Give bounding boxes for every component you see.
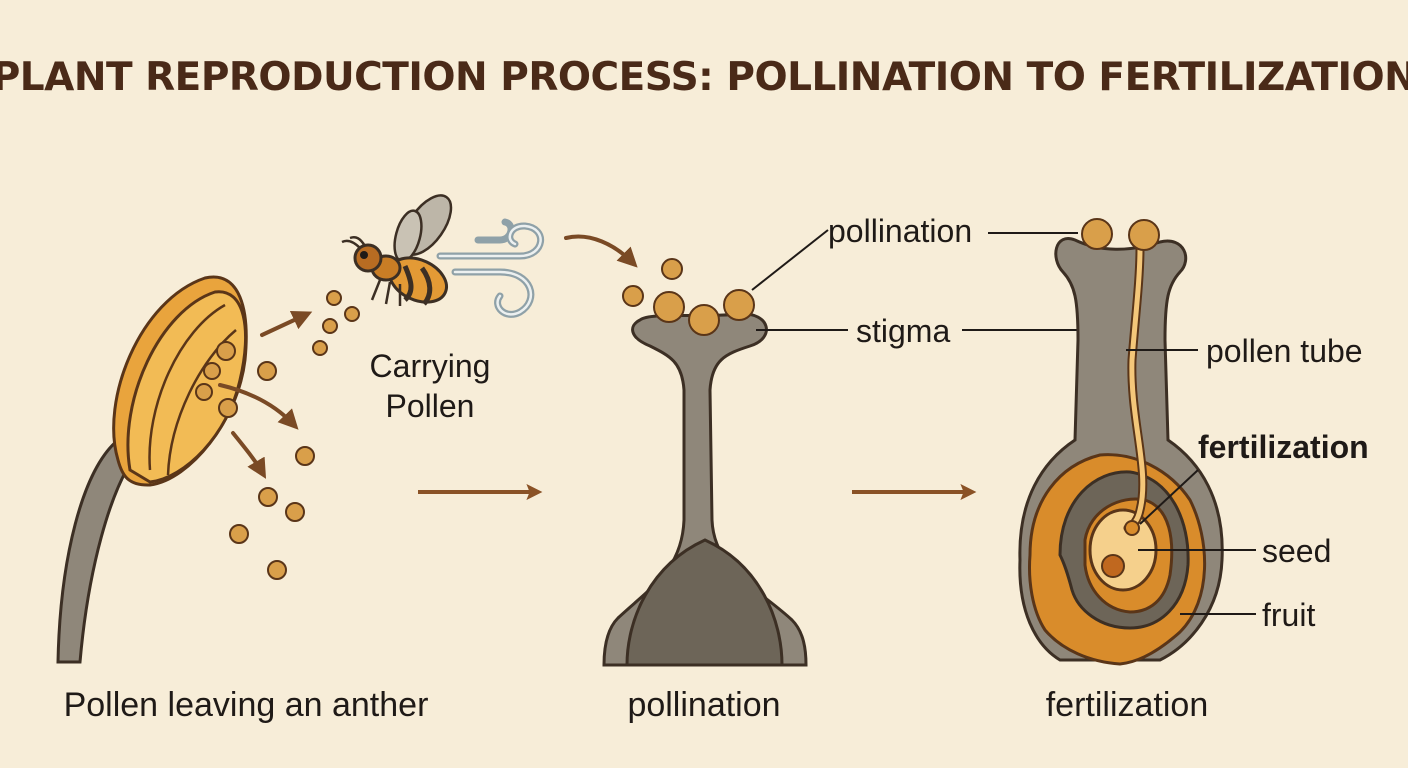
label-stigma: stigma [856,313,950,349]
pollen-grain-icon [653,291,685,323]
pollen-grain-icon [661,258,683,280]
page-title: PLANT REPRODUCTION PROCESS: POLLINATION … [0,55,1408,100]
label-seed: seed [1262,533,1331,569]
pollen-grain-icon [622,285,644,307]
arrow-right-icon [231,431,267,479]
bee-icon [341,194,453,306]
anther-lobe-front [126,290,248,484]
bee-label-line1: Carrying [370,348,491,384]
bee-label-line2: Pollen [386,388,475,424]
pollen-grain-icon [216,341,236,361]
pollen-flight-arrows [218,234,638,479]
released-pollen [229,290,360,580]
pollen-grain-icon [218,398,238,418]
pollen-grain-icon [1128,219,1160,251]
caption-pollination: pollination [627,686,780,724]
label-fruit: fruit [1262,597,1315,633]
pistil-illustration [602,258,808,667]
pollen-grain-icon [1081,218,1113,250]
fertilized-pistil-illustration [1018,218,1224,666]
pollen-grain-icon [723,289,755,321]
caption-anther: Pollen leaving an anther [64,686,429,724]
leader-pollination [751,229,829,291]
pollen-grain-icon [688,304,720,336]
caption-fertilization: fertilization [1046,686,1209,724]
label-pollination: pollination [828,213,972,249]
pollen-grain-icon [195,383,213,401]
arrow-right-icon [218,383,299,430]
arrow-right-icon [260,310,313,337]
leader-fertilization [1139,469,1199,525]
style-and-ovary [602,312,808,667]
label-fertilization: fertilization [1198,429,1369,465]
label-pollen-tube: pollen tube [1206,333,1363,369]
wind-icon [436,218,545,318]
ovary-cavity [625,538,784,667]
arrow-right-icon [564,234,638,268]
pollen-grain-icon [203,362,221,380]
anther-illustration [56,275,248,664]
